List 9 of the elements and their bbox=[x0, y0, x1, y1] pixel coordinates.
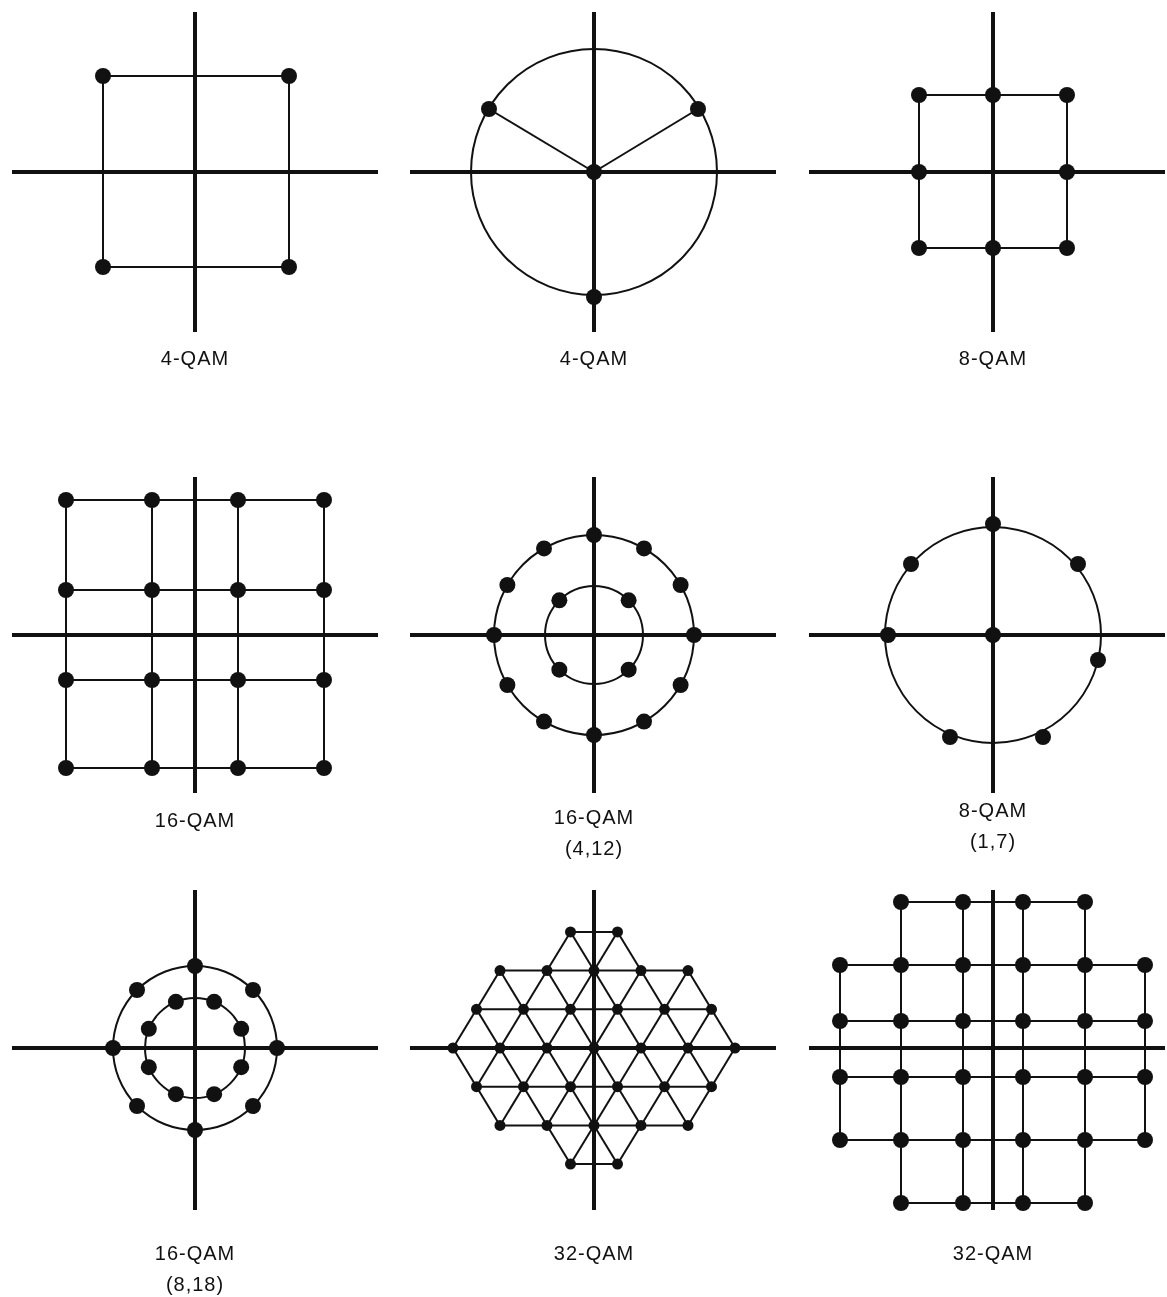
constellation-caption: 32-QAM bbox=[951, 1241, 1035, 1266]
constellation-caption: 32-QAM bbox=[552, 1241, 636, 1266]
constellation-caption: 4-QAM bbox=[558, 346, 630, 371]
constellation-caption: 8-QAM bbox=[957, 346, 1029, 371]
constellation-caption: 4-QAM bbox=[159, 346, 231, 371]
constellation-caption: 8-QAM (1,7) bbox=[957, 798, 1029, 854]
constellation-caption: 16-QAM bbox=[153, 808, 237, 833]
constellation-caption: 16-QAM (8,18) bbox=[153, 1241, 237, 1297]
constellation-caption: 16-QAM (4,12) bbox=[552, 805, 636, 861]
